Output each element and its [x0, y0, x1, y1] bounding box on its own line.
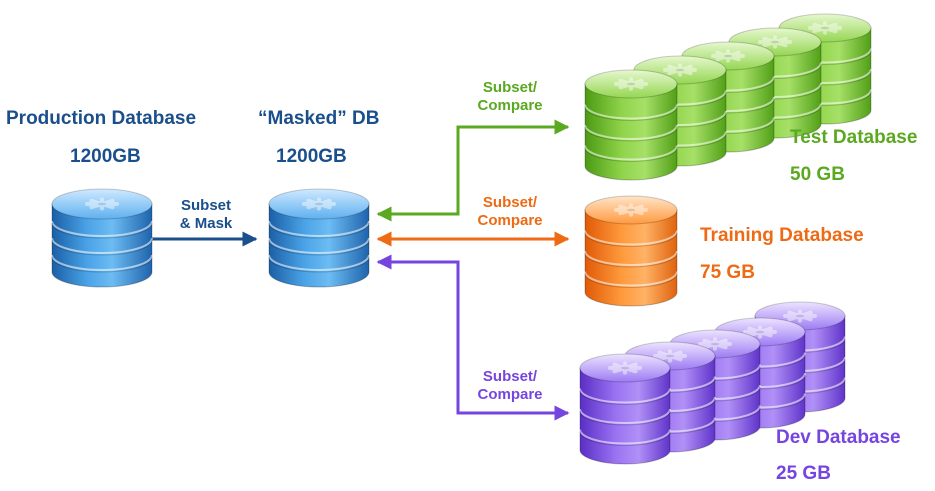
- gear-icon: [85, 197, 119, 211]
- training-title: Training Database: [700, 225, 864, 246]
- dev-database-icon: [579, 353, 671, 465]
- arrow-training-label: Subset/ Compare: [468, 194, 552, 230]
- masked-database-icon: [268, 188, 370, 288]
- arrow-dev-label: Subset/ Compare: [468, 368, 552, 404]
- arrow-label-line1: Subset: [180, 197, 231, 214]
- masked-size: 1200GB: [276, 146, 347, 167]
- arrow-dev: [376, 254, 570, 421]
- arrow-test-label: Subset/ Compare: [468, 79, 552, 115]
- gear-icon: [302, 197, 336, 211]
- arrow-label-line2: & Mask: [179, 215, 233, 232]
- arrow-label-line2: Compare: [477, 386, 543, 403]
- gear-icon: [663, 63, 697, 77]
- production-title: Production Database: [6, 108, 197, 129]
- gear-icon: [614, 203, 648, 217]
- dev-title: Dev Database: [776, 427, 901, 448]
- gear-icon: [711, 49, 745, 63]
- training-size: 75 GB: [700, 262, 755, 283]
- masked-title: “Masked” DB: [258, 108, 380, 129]
- arrow-label-line2: Compare: [477, 212, 543, 229]
- gear-icon: [808, 21, 842, 35]
- test-database-icon: [584, 69, 678, 181]
- production-database-icon: [51, 188, 153, 288]
- gear-icon: [783, 309, 817, 323]
- dev-size: 25 GB: [776, 463, 831, 484]
- arrow-label-line1: Subset/: [482, 79, 538, 96]
- test-title: Test Database: [790, 127, 918, 148]
- arrow-label-line1: Subset/: [482, 194, 538, 211]
- training-database-icon: [584, 195, 678, 307]
- test-size: 50 GB: [790, 164, 845, 185]
- arrow-subset-mask-label: Subset & Mask: [168, 197, 244, 233]
- arrow-label-line1: Subset/: [482, 368, 538, 385]
- production-size: 1200GB: [70, 146, 141, 167]
- arrow-test: [376, 119, 570, 222]
- gear-icon: [758, 35, 792, 49]
- gear-icon: [653, 349, 687, 363]
- gear-icon: [743, 325, 777, 339]
- arrow-label-line2: Compare: [477, 97, 543, 114]
- gear-icon: [698, 337, 732, 351]
- gear-icon: [614, 77, 648, 91]
- gear-icon: [608, 361, 642, 375]
